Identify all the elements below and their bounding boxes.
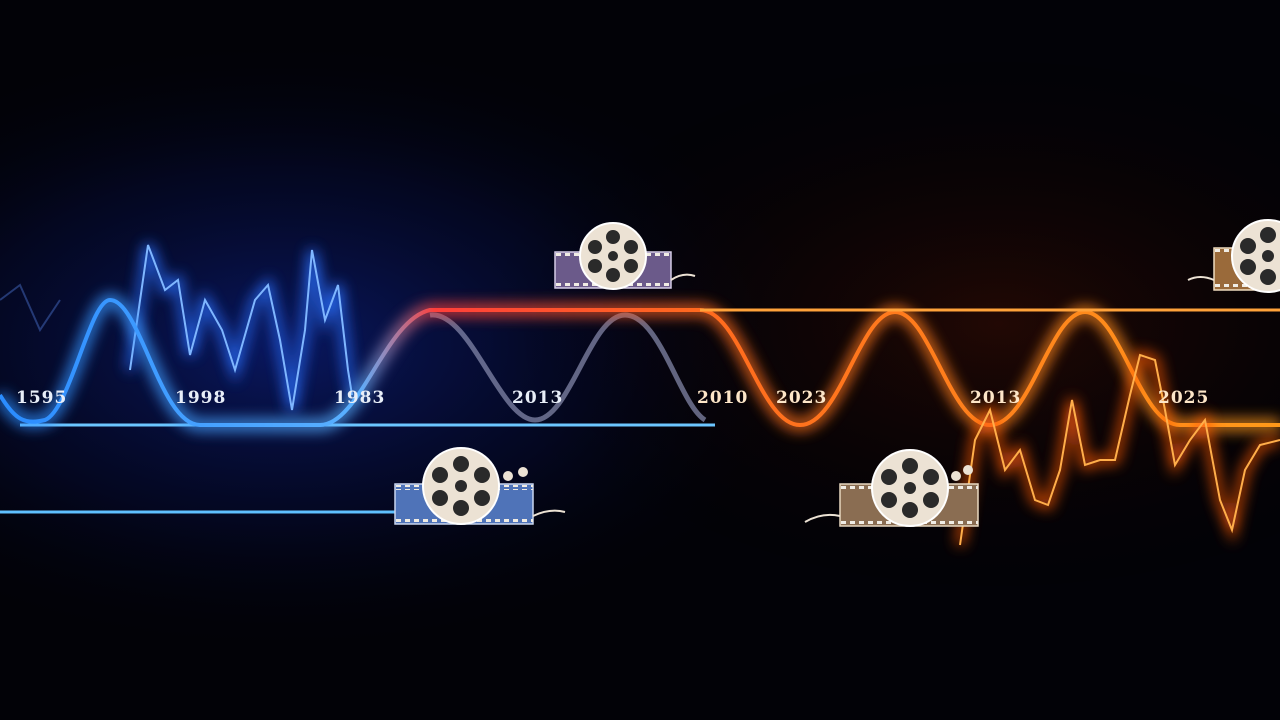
year-label: 1595 <box>16 388 67 408</box>
year-label: 1998 <box>175 388 226 408</box>
blue-signal-wave <box>0 243 356 411</box>
ghost-wave <box>429 312 707 423</box>
film-reel-icon <box>1187 219 1280 293</box>
year-label: 2010 <box>697 388 748 408</box>
film-reel-icon <box>554 222 696 290</box>
year-label: 1983 <box>334 388 385 408</box>
orange-signal-wave <box>956 349 1280 546</box>
year-label: 2013 <box>512 388 563 408</box>
year-label: 2025 <box>1158 388 1209 408</box>
year-label: 2023 <box>776 388 827 408</box>
main-timeline-wave <box>0 293 1280 432</box>
year-labels: 1595 1998 1983 2013 2010 2023 2013 2025 <box>16 388 1209 408</box>
year-label: 2013 <box>970 388 1021 408</box>
film-reel-icon <box>394 447 566 525</box>
film-reel-icon <box>804 449 979 527</box>
